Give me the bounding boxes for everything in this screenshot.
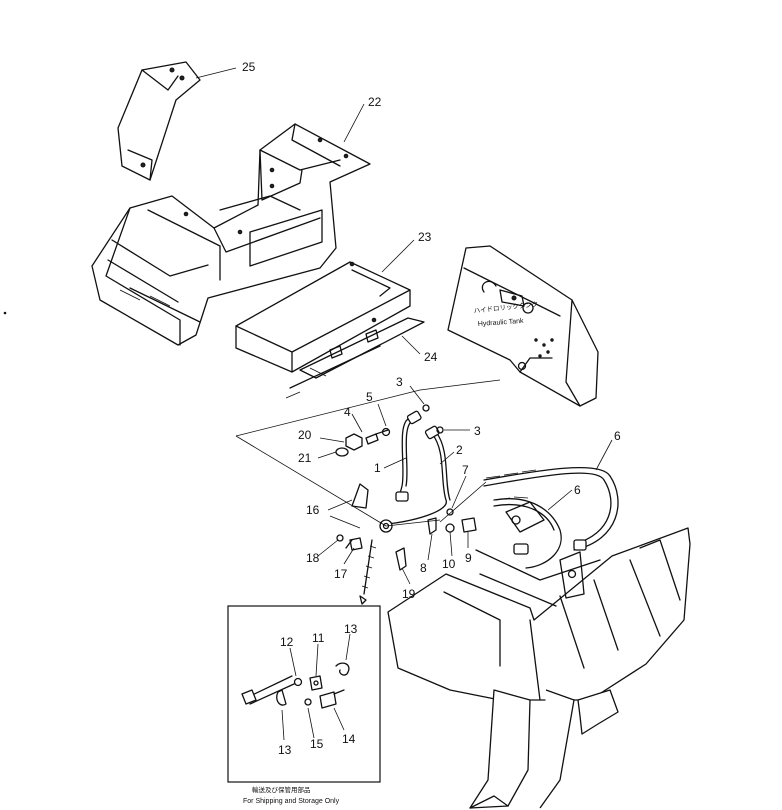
inset-callout-11: 11 xyxy=(312,631,325,645)
washer-5 xyxy=(381,427,391,437)
o-ring-3b xyxy=(436,426,444,434)
inset-o-ring-12 xyxy=(293,677,303,687)
callout-20: 20 xyxy=(298,428,312,442)
callout-24: 24 xyxy=(424,350,438,364)
callout-6b: 6 xyxy=(574,483,581,497)
tank-label-en: Hydraulic Tank xyxy=(478,318,525,328)
callout-6a: 6 xyxy=(614,429,621,443)
inset-callout-15: 15 xyxy=(310,737,324,751)
o-ring-7 xyxy=(446,508,454,516)
inset-washer-15 xyxy=(304,698,312,706)
bolt-9 xyxy=(461,517,477,533)
fittings xyxy=(335,404,477,605)
inset-callout-14: 14 xyxy=(342,732,356,746)
ripper-blade-assembly xyxy=(387,501,691,809)
bolt-4 xyxy=(365,433,379,445)
guide-lines xyxy=(235,379,501,529)
callout-4: 4 xyxy=(344,405,351,419)
cover-plate-part-25 xyxy=(117,61,201,181)
inset-caption-en: For Shipping and Storage Only xyxy=(243,798,340,805)
hydraulic-tank: ハイドロリックタンク Hydraulic Tank xyxy=(447,245,599,407)
callout-17: 17 xyxy=(334,567,348,581)
inset-callout-13a: 13 xyxy=(344,622,358,636)
inset-nut-11 xyxy=(309,675,323,691)
o-ring-3a xyxy=(422,404,430,412)
clip-19 xyxy=(395,547,407,571)
frame-part-22 xyxy=(91,123,371,346)
callout-16: 16 xyxy=(306,503,320,517)
callout-1: 1 xyxy=(374,461,381,475)
callout-8: 8 xyxy=(420,561,427,575)
washer-18 xyxy=(336,534,344,542)
inset-callout-12: 12 xyxy=(280,635,294,649)
inset-caption-jp: 輸送及び保管用部品 xyxy=(252,785,311,794)
callout-18: 18 xyxy=(306,551,320,565)
shipping-storage-inset: 12 11 13 13 15 14 輸送及び保管用部品 For Shipping… xyxy=(227,605,381,805)
hydraulic-lines xyxy=(387,410,619,569)
callout-25: 25 xyxy=(242,60,256,74)
callout-2: 2 xyxy=(456,443,463,457)
clamp-8 xyxy=(427,517,437,535)
callout-10: 10 xyxy=(442,557,456,571)
inset-callout-13b: 13 xyxy=(278,743,292,757)
callout-22: 22 xyxy=(368,95,382,109)
box-part-23 xyxy=(235,261,411,373)
callout-7: 7 xyxy=(462,463,469,477)
callout-5: 5 xyxy=(366,390,373,404)
callouts: 25 22 23 24 3 3 4 5 20 21 1 2 6 6 7 16 1… xyxy=(195,60,621,601)
washer-10 xyxy=(445,523,455,533)
callout-19: 19 xyxy=(402,587,416,601)
bracket-part-24 xyxy=(285,317,425,399)
bracket-20 xyxy=(345,433,363,451)
washer-21 xyxy=(335,447,349,457)
callout-21: 21 xyxy=(298,451,312,465)
clamp-16 xyxy=(351,483,369,509)
bolt-17 xyxy=(349,537,363,551)
callout-3b: 3 xyxy=(474,424,481,438)
inset-bolt-14 xyxy=(319,691,337,709)
callout-3a: 3 xyxy=(396,375,403,389)
callout-9: 9 xyxy=(465,551,472,565)
callout-23: 23 xyxy=(418,230,432,244)
